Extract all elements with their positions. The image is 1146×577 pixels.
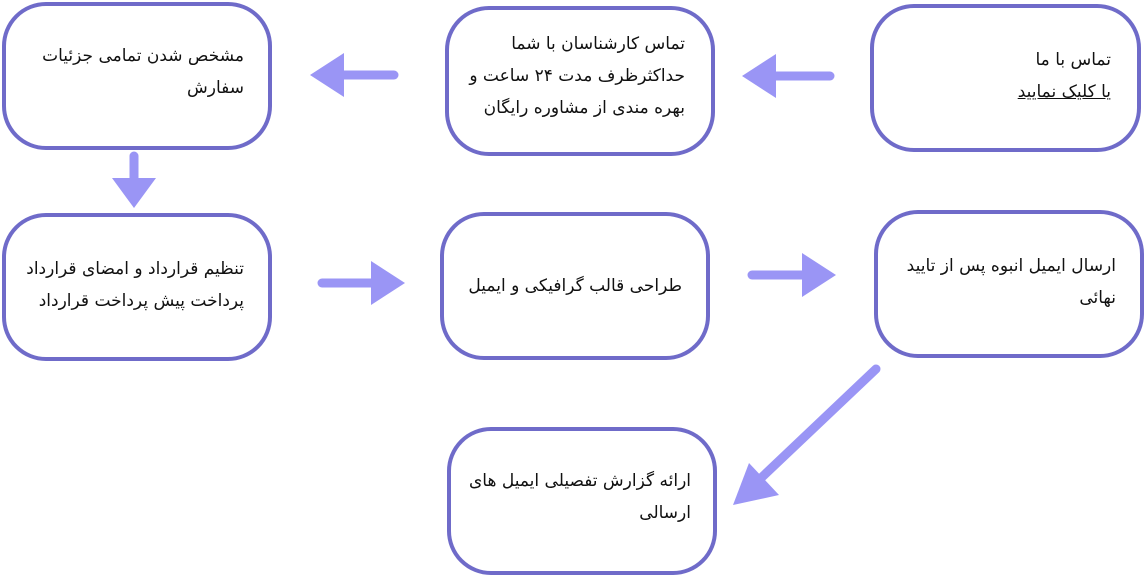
bulk-send-line-1: ارسال ایمیل انبوه پس از تایید bbox=[906, 256, 1116, 276]
template-design-line-1: طراحی قالب گرافیکی و ایمیل bbox=[468, 276, 682, 296]
arrow-diagonal-icon bbox=[733, 364, 881, 505]
contact-us-link[interactable]: یا کلیک نمایید bbox=[1017, 82, 1111, 102]
bulk-send-line-2: نهائی bbox=[1079, 288, 1116, 308]
step-bulk-send: ارسال ایمیل انبوه پس از تایید نهائی bbox=[874, 210, 1144, 358]
detailed-report-line-1: ارائه گزارش تفصیلی ایمیل های bbox=[468, 471, 691, 491]
detailed-report-line-2: ارسالی bbox=[639, 503, 691, 523]
order-details-line-2: سفارش bbox=[187, 78, 244, 98]
contract-line-2: پرداخت پیش پرداخت قرارداد bbox=[38, 291, 244, 311]
step-expert-call: تماس کارشناسان با شما حداکثرظرف مدت ۲۴ س… bbox=[445, 6, 715, 156]
contract-line-1: تنظیم قرارداد و امضای قرارداد bbox=[26, 259, 244, 279]
arrow-left-icon bbox=[742, 54, 835, 98]
expert-call-line-1: تماس کارشناسان با شما bbox=[511, 34, 685, 54]
step-contact-us[interactable]: تماس با ما یا کلیک نمایید bbox=[870, 4, 1141, 152]
step-template-design: طراحی قالب گرافیکی و ایمیل bbox=[440, 212, 710, 360]
arrow-left-icon bbox=[310, 53, 399, 97]
step-detailed-report: ارائه گزارش تفصیلی ایمیل های ارسالی bbox=[447, 427, 717, 575]
step-contract: تنظیم قرارداد و امضای قرارداد پرداخت پیش… bbox=[2, 213, 272, 361]
contact-us-label: تماس با ما bbox=[1035, 50, 1112, 70]
expert-call-line-3: بهره مندی از مشاوره رایگان bbox=[483, 98, 685, 118]
arrow-right-icon bbox=[747, 253, 836, 297]
order-details-line-1: مشخص شدن تمامی جزئیات bbox=[42, 46, 244, 66]
expert-call-line-2: حداکثرظرف مدت ۲۴ ساعت و bbox=[469, 66, 685, 86]
step-order-details: مشخص شدن تمامی جزئیات سفارش bbox=[2, 2, 272, 150]
arrow-down-icon bbox=[112, 151, 156, 208]
arrow-right-icon bbox=[317, 261, 405, 305]
